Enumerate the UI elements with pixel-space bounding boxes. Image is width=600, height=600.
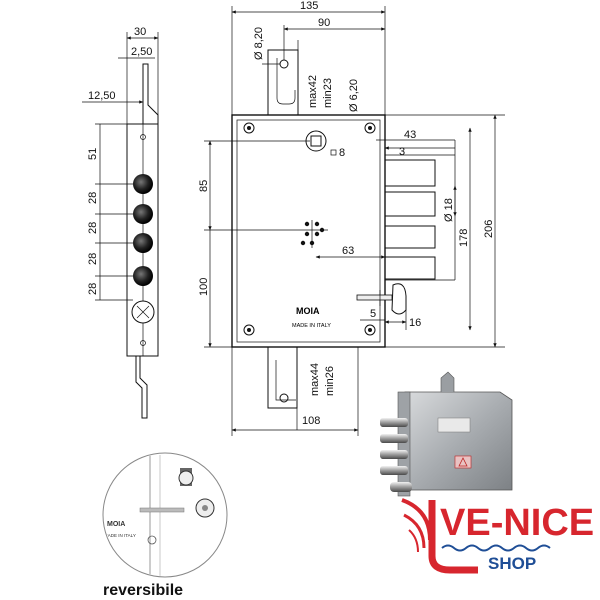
inset-logo: MOIA — [107, 521, 125, 528]
body-logo: MOIA — [296, 306, 320, 316]
dim-pitch-1: 28 — [87, 192, 99, 204]
dim-hole-8-20: Ø 8,20 — [253, 27, 265, 60]
shop-sub: SHOP — [488, 554, 536, 573]
dim-108: 108 — [302, 415, 320, 427]
dim-side-30: 30 — [134, 26, 146, 38]
dim-63: 63 — [342, 245, 354, 257]
front-latch — [391, 283, 407, 315]
dim-85: 85 — [198, 180, 210, 192]
dim-16: 16 — [409, 317, 421, 329]
logo-wave-icon — [428, 500, 478, 574]
dim-hole-6-20: Ø 6,20 — [348, 79, 360, 112]
front-screws — [243, 122, 376, 336]
side-bolt-3 — [133, 233, 153, 253]
side-top-tail — [142, 63, 159, 124]
front-view: 8 MOIA MADE IN ITALY — [198, 0, 505, 436]
dim-square-8: 8 — [339, 147, 345, 159]
dim-135: 135 — [300, 0, 318, 12]
dim-178: 178 — [458, 229, 470, 247]
front-bottom-tab — [267, 347, 298, 409]
inset-made-in: MADE IN ITALY — [104, 533, 136, 538]
body-made-in: MADE IN ITALY — [292, 323, 331, 329]
side-bolt-4 — [133, 266, 153, 286]
dim-slot-min: min23 — [322, 78, 334, 108]
reversible-inset: MOIA MADE IN ITALY — [102, 452, 228, 578]
dim-3: 3 — [399, 146, 405, 158]
dim-pitch-3: 28 — [87, 253, 99, 265]
side-bottom-tail — [135, 356, 148, 419]
logo-water-icon — [441, 544, 551, 552]
dim-5: 5 — [370, 308, 376, 320]
dim-pitch-4: 28 — [87, 283, 99, 295]
dim-43: 43 — [404, 129, 416, 141]
dim-d18: Ø 18 — [443, 198, 455, 222]
side-bolt-2 — [133, 204, 153, 224]
caption-reversibile: reversibile — [103, 582, 184, 599]
dim-pitch-2: 28 — [87, 222, 99, 234]
lock-photo — [380, 371, 513, 497]
side-view: 30 2,50 12,50 51 28 28 28 28 — [82, 26, 159, 419]
dim-90: 90 — [318, 17, 330, 29]
dim-slot2-max: max44 — [309, 363, 321, 396]
front-bolt-housings — [384, 154, 455, 281]
dim-100: 100 — [198, 278, 210, 296]
dim-side-2-50: 2,50 — [131, 46, 152, 58]
side-bolt-1 — [133, 174, 153, 194]
dim-slot-max: max42 — [307, 75, 319, 108]
ve-nice-shop-logo: VE-NICE SHOP — [401, 498, 594, 574]
dim-slot2-min: min26 — [324, 366, 336, 396]
front-cylinder-holes — [300, 220, 328, 248]
shop-name: VE-NICE — [440, 502, 594, 544]
front-top-hole — [279, 59, 289, 69]
dim-side-12-50: 12,50 — [88, 90, 116, 102]
dim-side-51: 51 — [87, 148, 99, 160]
dim-206: 206 — [483, 220, 495, 238]
